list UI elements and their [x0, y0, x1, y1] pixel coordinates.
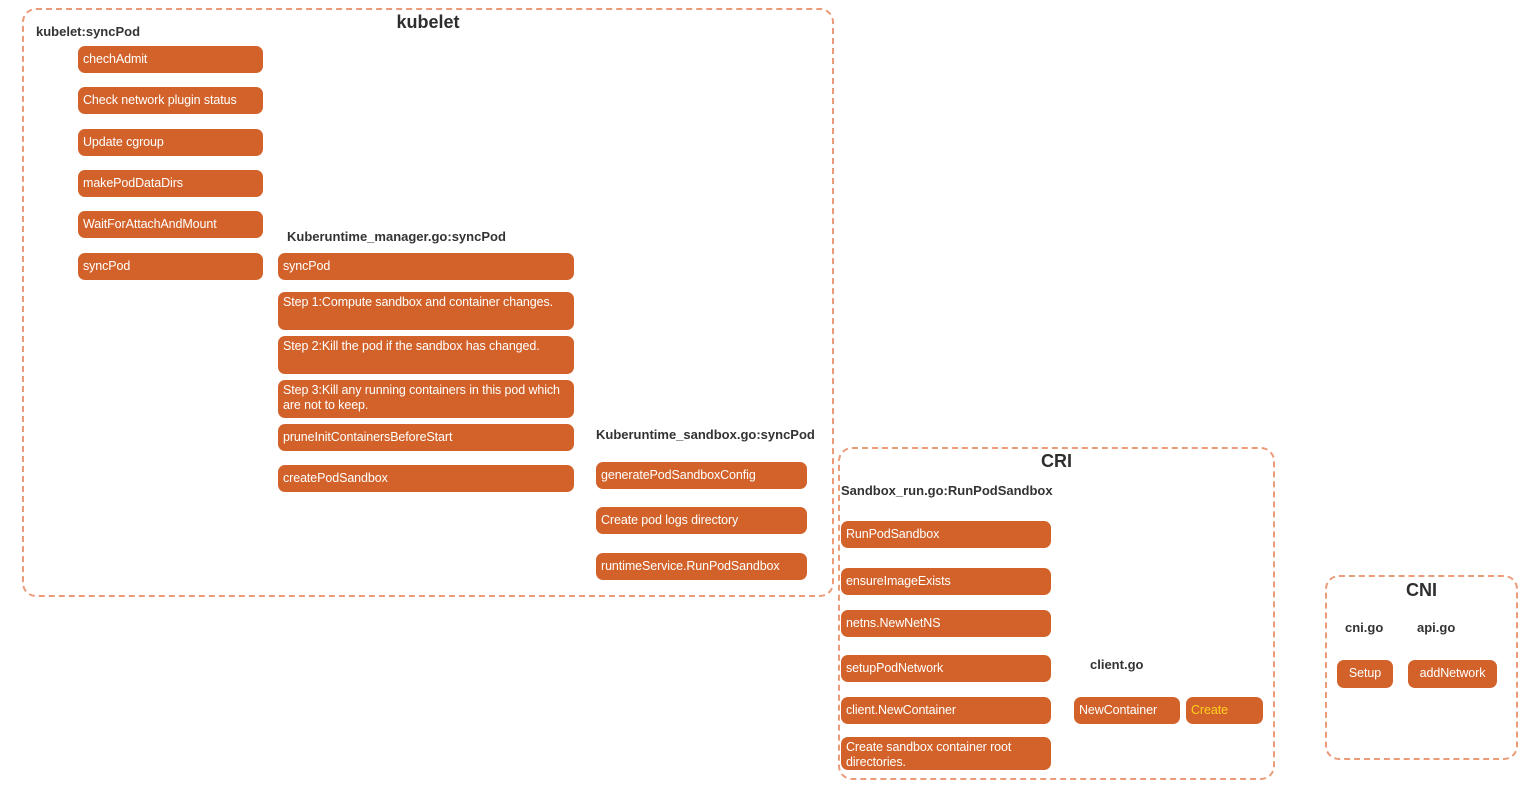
node-check-network-plugin-status: Check network plugin status — [78, 87, 263, 114]
node-addnetwork: addNetwork — [1408, 660, 1497, 688]
node-client-newcontainer: client.NewContainer — [841, 697, 1051, 724]
node-newcontainer: NewContainer — [1074, 697, 1180, 724]
sandbox-run-label: Sandbox_run.go:RunPodSandbox — [841, 483, 1053, 498]
node-netns-newnetns: netns.NewNetNS — [841, 610, 1051, 637]
cri-group-title: CRI — [1041, 451, 1072, 471]
node-manager-syncpod: syncPod — [278, 253, 574, 280]
node-runpodsandbox: RunPodSandbox — [841, 521, 1051, 548]
node-ensureimageexists: ensureImageExists — [841, 568, 1051, 595]
node-create: Create — [1186, 697, 1263, 724]
cni-group-title: CNI — [1406, 580, 1437, 600]
node-waitforattachandmount: WaitForAttachAndMount — [78, 211, 263, 238]
node-kubelet-syncpod: syncPod — [78, 253, 263, 280]
node-setuppodnetwork: setupPodNetwork — [841, 655, 1051, 682]
node-step1-compute-sandbox: Step 1:Compute sandbox and container cha… — [278, 292, 574, 330]
node-createpodsandbox: createPodSandbox — [278, 465, 574, 492]
node-pruneinitcontainersbeforestart: pruneInitContainersBeforeStart — [278, 424, 574, 451]
node-create-sandbox-root-directories: Create sandbox container root directorie… — [841, 737, 1051, 770]
kubelet-group-title: kubelet — [396, 12, 460, 32]
api-go-label: api.go — [1417, 620, 1456, 635]
cni-go-label: cni.go — [1345, 620, 1384, 635]
node-chechadmit: chechAdmit — [78, 46, 263, 73]
node-step2-kill-pod: Step 2:Kill the pod if the sandbox has c… — [278, 336, 574, 374]
node-setup: Setup — [1337, 660, 1393, 688]
cni-group-border — [1325, 575, 1518, 760]
kubelet-group-border — [22, 8, 834, 597]
node-update-cgroup: Update cgroup — [78, 129, 263, 156]
node-create-pod-logs-directory: Create pod logs directory — [596, 507, 807, 534]
node-step3-kill-containers: Step 3:Kill any running containers in th… — [278, 380, 574, 418]
client-go-label: client.go — [1090, 657, 1144, 672]
node-runtimeservice-runpodsandbox: runtimeService.RunPodSandbox — [596, 553, 807, 580]
kuberuntime-sandbox-label: Kuberuntime_sandbox.go:syncPod — [596, 427, 815, 442]
kuberuntime-manager-label: Kuberuntime_manager.go:syncPod — [287, 229, 506, 244]
cri-group-border — [838, 447, 1275, 780]
kubelet-syncpod-label: kubelet:syncPod — [36, 24, 141, 39]
node-makepoddatadirs: makePodDataDirs — [78, 170, 263, 197]
node-generatepodsandboxconfig: generatePodSandboxConfig — [596, 462, 807, 489]
